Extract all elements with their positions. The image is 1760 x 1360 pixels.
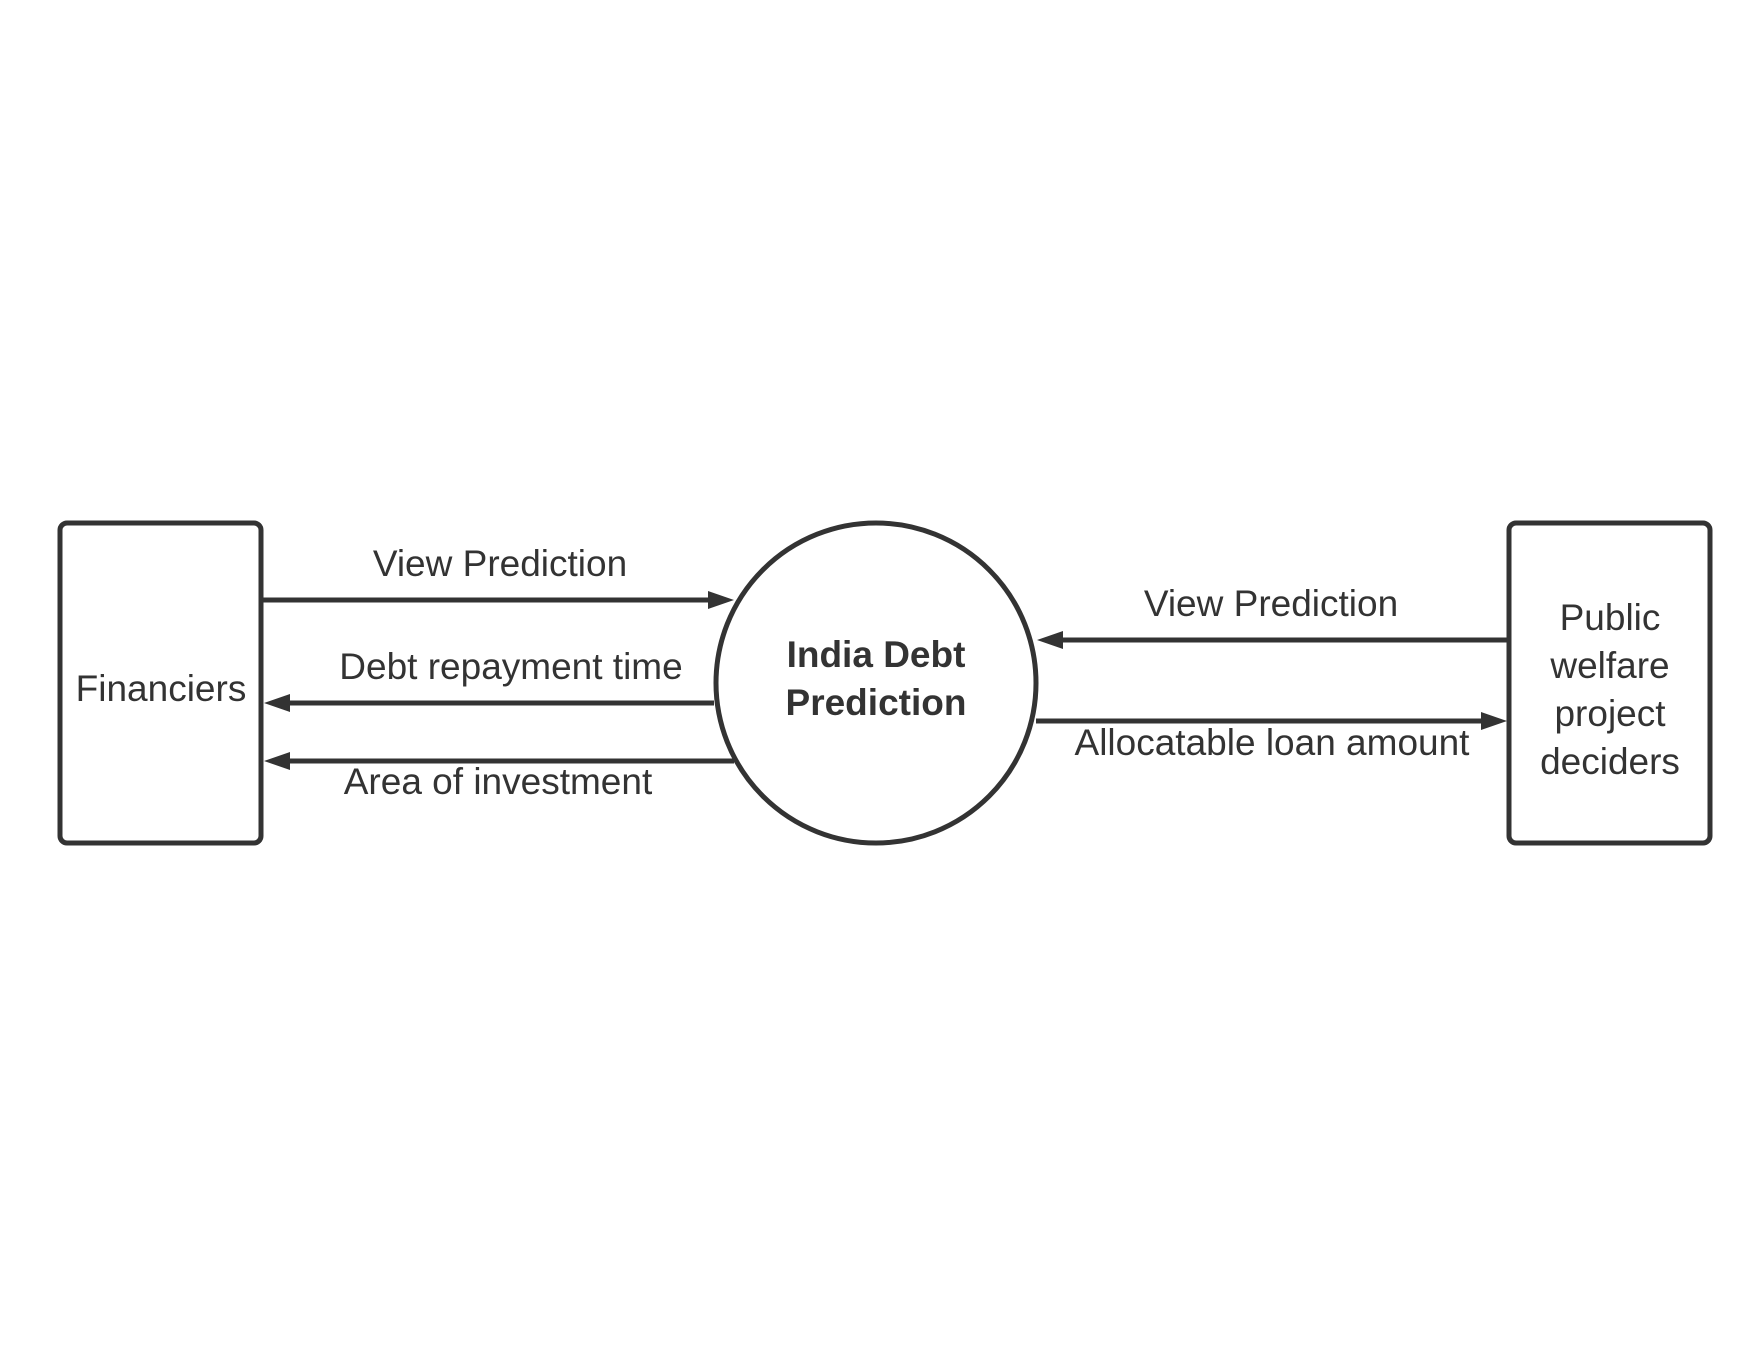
flow-left-view-prediction-label: View Prediction — [373, 543, 627, 584]
flow-right-view-prediction-label: View Prediction — [1144, 583, 1398, 624]
flow-debt-repayment-time: Debt repayment time — [264, 646, 714, 712]
process-circle — [713, 520, 1039, 846]
entity-financiers-box — [57, 520, 264, 846]
entity-public-welfare-project-deciders: Public welfare project deciders — [1506, 520, 1713, 846]
flow-left-view-prediction: View Prediction — [263, 543, 734, 609]
process-india-debt-prediction: India Debt Prediction — [713, 520, 1039, 846]
flow-area-of-investment: Area of investment — [264, 752, 734, 802]
entity-financiers: Financiers — [57, 520, 264, 846]
flow-right-view-prediction-arrowhead — [1037, 631, 1063, 649]
flow-debt-repayment-time-label: Debt repayment time — [339, 646, 682, 687]
entity-financiers-label: Financiers — [76, 668, 247, 709]
flow-right-view-prediction: View Prediction — [1037, 583, 1508, 649]
process-label-line-2: Prediction — [786, 682, 967, 723]
entity-public-welfare-label-line-2: welfare — [1549, 645, 1669, 686]
entity-public-welfare-label-line-1: Public — [1560, 597, 1661, 638]
flow-allocatable-loan-amount-label: Allocatable loan amount — [1075, 722, 1471, 763]
process-label-line-1: India Debt — [787, 634, 966, 675]
flow-area-of-investment-arrowhead — [264, 752, 290, 770]
flow-left-view-prediction-arrowhead — [708, 591, 734, 609]
flow-area-of-investment-label: Area of investment — [344, 761, 653, 802]
flow-debt-repayment-time-arrowhead — [264, 694, 290, 712]
entity-public-welfare-label-line-3: project — [1554, 693, 1666, 734]
entity-public-welfare-label-line-4: deciders — [1540, 741, 1680, 782]
entity-public-welfare-box — [1506, 520, 1713, 846]
flow-allocatable-loan-amount-arrowhead — [1481, 712, 1507, 730]
flow-allocatable-loan-amount: Allocatable loan amount — [1036, 712, 1507, 763]
